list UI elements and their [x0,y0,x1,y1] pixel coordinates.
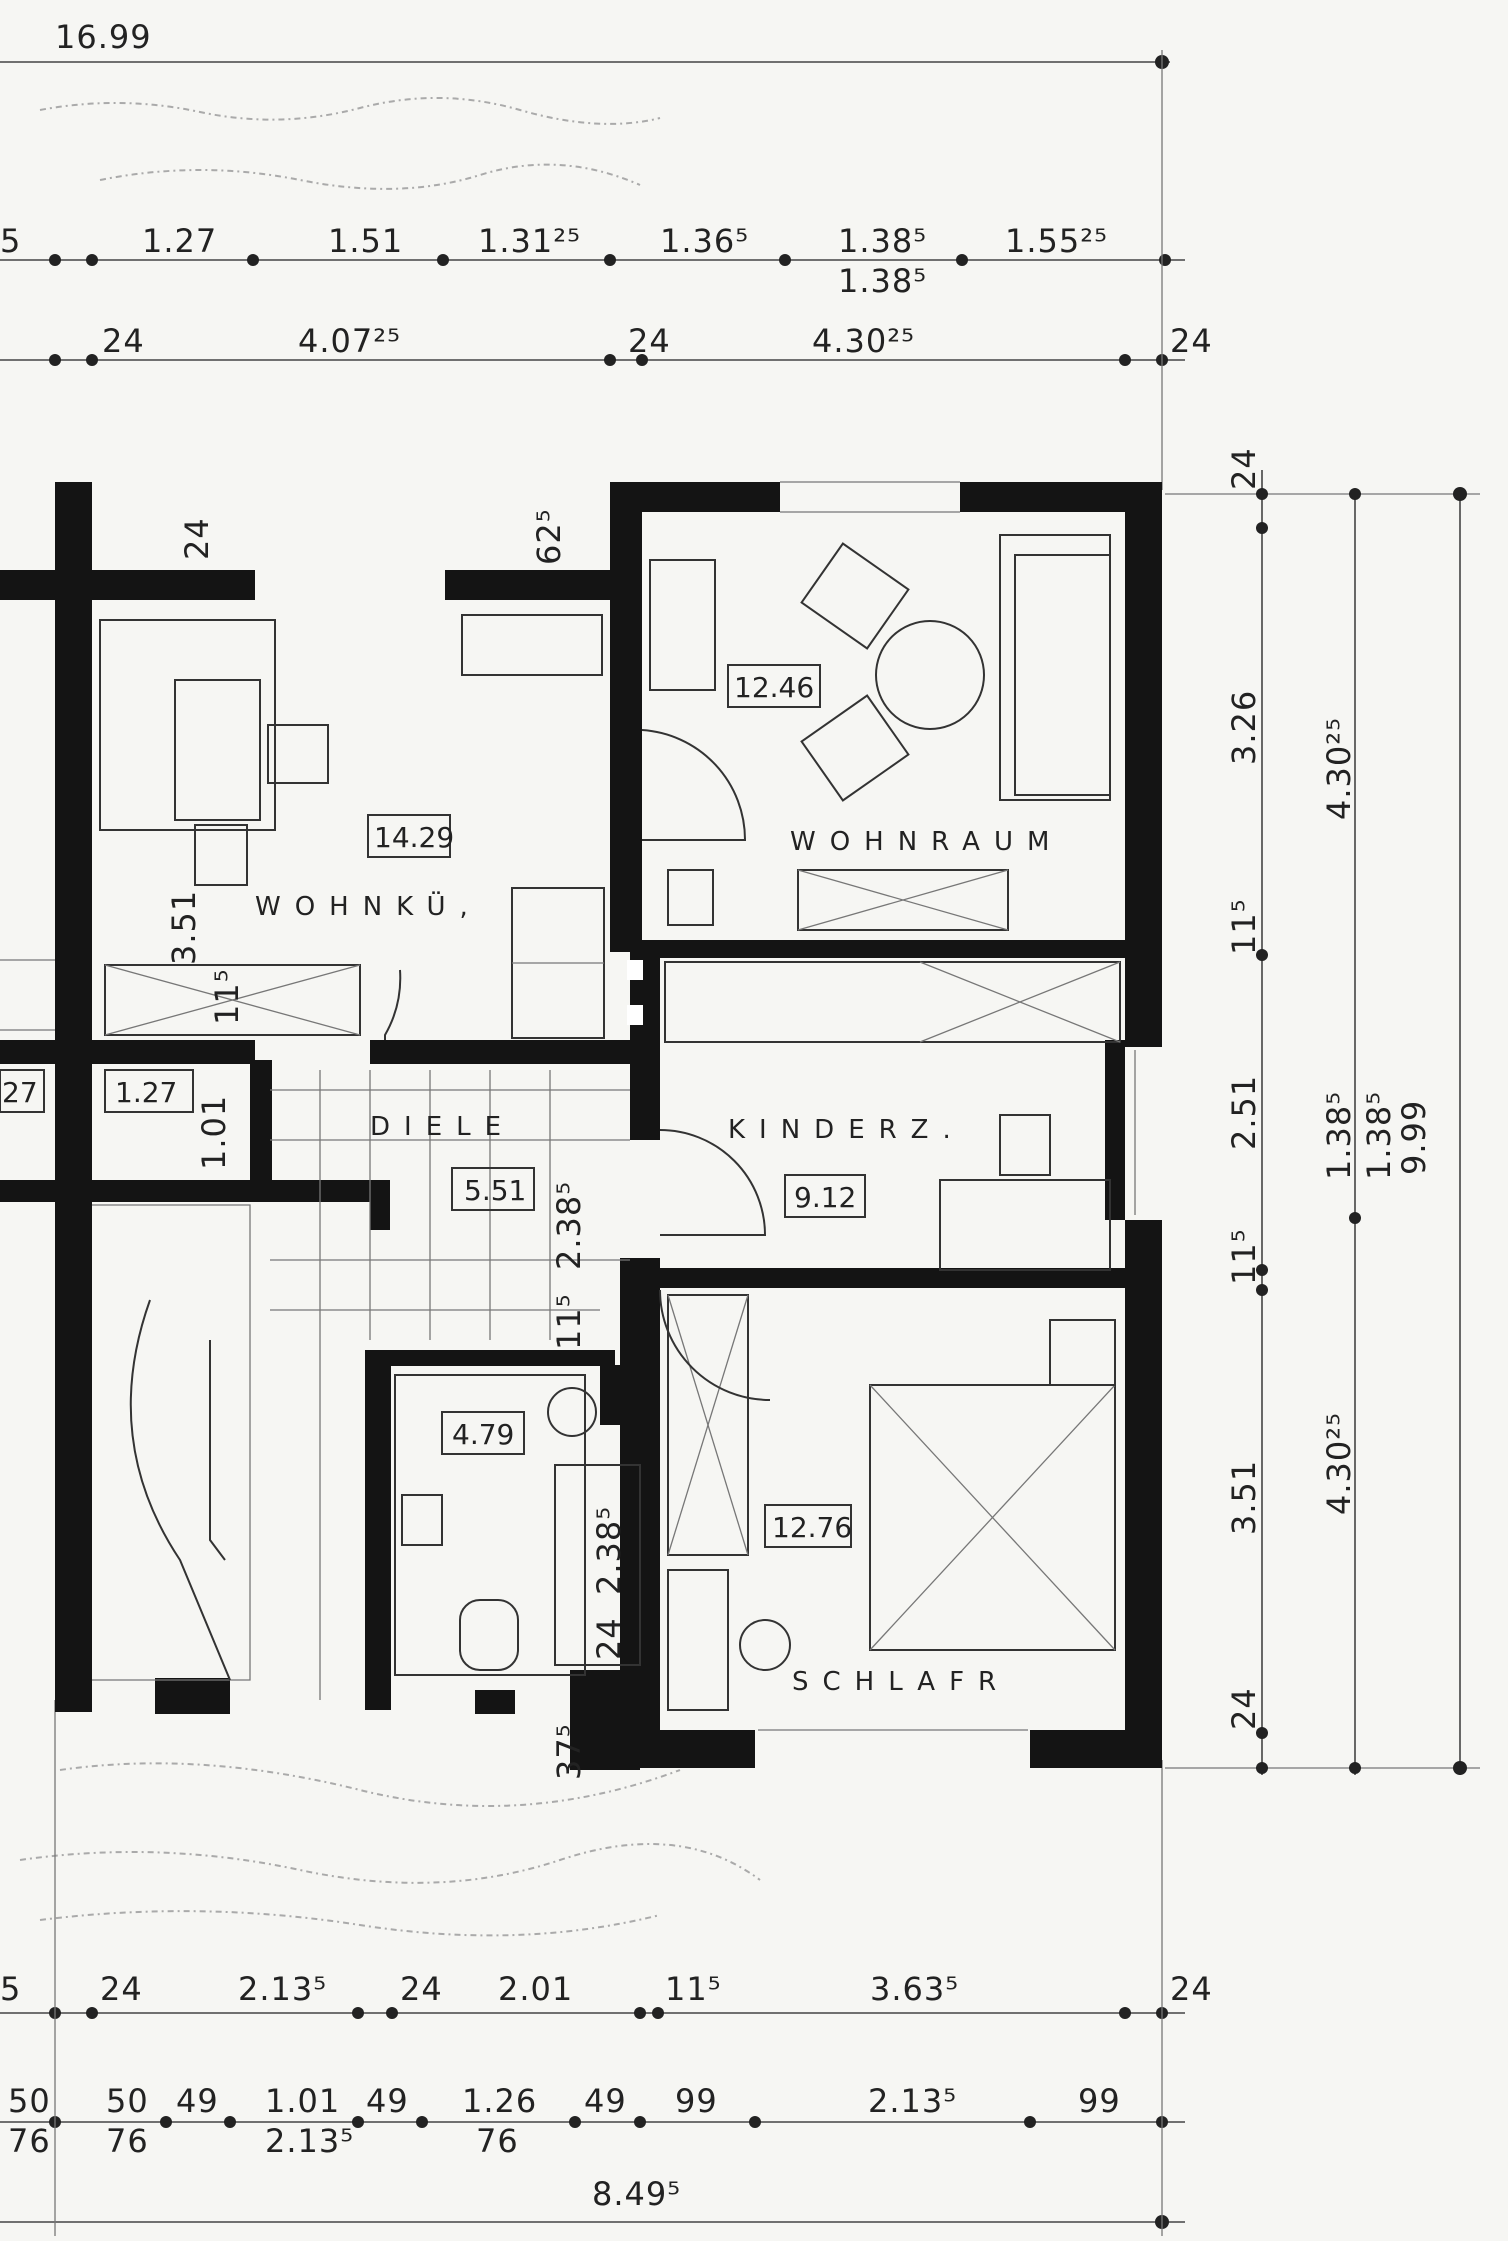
right-dimensions [1165,470,1480,1775]
top-dim-7: 1.38⁵ [838,262,927,300]
area-left-b: 1.27 [115,1076,177,1109]
bottom-dim-4: 24 [400,1970,443,2008]
top2-dim-2: 4.07²⁵ [298,322,401,360]
right-total-dim: 9.99 [1395,1100,1433,1175]
right-outer-dim-4: 4.30²⁵ [1320,1412,1358,1515]
area-diele: 5.51 [464,1174,526,1207]
top-dimensions [0,50,1185,490]
area-box-diele: 5.51 [451,1167,535,1211]
right-dim-5: 11⁵ [1225,1228,1263,1285]
top-dim-1: 5 [0,222,21,260]
bottom2-dim-3: 50 [106,2082,149,2120]
area-kinderz: 9.12 [794,1181,856,1214]
right-dim-7: 24 [1225,1687,1263,1730]
area-wohnraum: 12.46 [734,671,814,704]
bottom2-dim-2: 76 [8,2122,51,2160]
top2-dim-5: 24 [1170,322,1213,360]
interior-dim-2: 62⁵ [530,508,568,565]
bottom2-dim-10: 76 [476,2122,519,2160]
bottom-dim-6: 11⁵ [665,1970,722,2008]
interior-dim-5: 1.01 [195,1095,233,1170]
top2-dim-3: 24 [628,322,671,360]
bottom-dim-2: 24 [100,1970,143,2008]
bottom-dim-3: 2.13⁵ [238,1970,327,2008]
area-left-a: 27 [2,1076,38,1109]
bottom-dim-8: 24 [1170,1970,1213,2008]
room-name-wohnkueche: WOHNKÜ, [255,890,482,922]
area-box-bad: 4.79 [441,1411,525,1455]
right-dim-1: 24 [1225,447,1263,490]
top-dim-2: 1.27 [142,222,217,260]
top2-dim-1: 24 [102,322,145,360]
area-box-schlafr: 12.76 [764,1504,852,1548]
room-name-kinderz: KINDERZ. [728,1115,965,1145]
area-bad: 4.79 [452,1418,514,1451]
area-box-wohnkueche: 14.29 [367,814,454,858]
bottom-dim-5: 2.01 [498,1970,573,2008]
bottom2-dim-6: 1.01 [265,2082,340,2120]
right-dim-3: 11⁵ [1225,898,1263,955]
top-dim-3: 1.51 [328,222,403,260]
bottom-dim-7: 3.63⁵ [870,1970,959,2008]
bottom2-dim-13: 2.13⁵ [868,2082,957,2120]
interior-dim-9: 24 [590,1617,628,1660]
area-box-wohnraum: 12.46 [727,664,821,708]
bottom-dimensions [0,1700,1185,2236]
interior-dim-1: 24 [178,517,216,560]
bottom2-dim-8: 49 [366,2082,409,2120]
area-box-left-a: 27 [0,1069,45,1113]
area-box-kinderz: 9.12 [784,1174,866,1218]
top-dim-8: 1.55²⁵ [1005,222,1108,260]
interior-dim-3: 3.51 [165,890,203,965]
room-name-schlafr: SCHLAFR [792,1667,1010,1697]
walls [0,482,1162,1770]
bottom-dim-1: 5 [0,1970,21,2008]
top-dim-6: 1.38⁵ [838,222,927,260]
right-outer-dim-2: 1.38⁵ [1320,1091,1358,1180]
top2-dim-4: 4.30²⁵ [812,322,915,360]
area-schlafr: 12.76 [772,1511,852,1544]
bottom2-dim-9: 1.26 [462,2082,537,2120]
interior-dim-10: 37⁵ [550,1723,588,1780]
right-outer-dim-1: 4.30²⁵ [1320,717,1358,820]
right-dim-6: 3.51 [1225,1460,1263,1535]
top-dim-5: 1.36⁵ [660,222,749,260]
bottom2-dim-14: 99 [1078,2082,1121,2120]
top-total-dim: 16.99 [55,18,152,56]
area-wohnkueche: 14.29 [374,821,454,854]
interior-dim-4: 11⁵ [208,968,246,1025]
area-box-left-b: 1.27 [104,1069,194,1113]
bottom-total-dim: 8.49⁵ [592,2175,681,2213]
bottom2-dim-12: 99 [675,2082,718,2120]
top-dim-4: 1.31²⁵ [478,222,581,260]
room-name-wohnraum: WOHNRAUM [790,827,1063,857]
right-dim-4: 2.51 [1225,1075,1263,1150]
bottom2-dim-5: 49 [176,2082,219,2120]
furniture [0,481,1136,1731]
interior-dim-6: 2.38⁵ [550,1181,588,1270]
bottom2-dim-11: 49 [584,2082,627,2120]
bottom2-dim-1: 50 [8,2082,51,2120]
right-dim-2: 3.26 [1225,690,1263,765]
bottom2-dim-7: 2.13⁵ [265,2122,354,2160]
interior-dim-7: 11⁵ [550,1293,588,1350]
interior-dim-8: 2.38⁵ [590,1506,628,1595]
right-outer-dim-3: 1.38⁵ [1360,1091,1398,1180]
vegetation-sketch [19,96,761,1937]
room-name-diele: DIELE [370,1112,515,1142]
bottom2-dim-4: 76 [106,2122,149,2160]
